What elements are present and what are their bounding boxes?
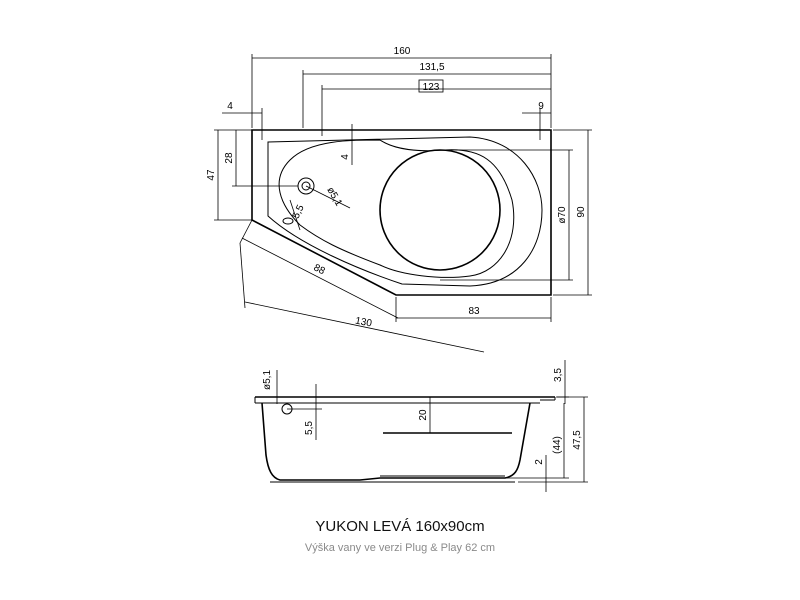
dim-width-ref: 123: [423, 82, 440, 93]
dim-depth-44: (44): [552, 436, 563, 454]
tub-inner-curve: [278, 139, 515, 278]
dim-drain-height: 28: [224, 152, 235, 164]
dim-circle-diameter: ø70: [557, 206, 568, 224]
drain-inner: [301, 181, 311, 191]
dim-left-height: 47: [206, 169, 217, 181]
top-view: 160 131,5 123 4 9 47 28 4 ø5,1: [206, 46, 592, 353]
dim-depth-inner: 20: [418, 409, 429, 421]
dim-height-total: 90: [576, 206, 587, 218]
dim-drain-offset: 5,5: [291, 203, 307, 221]
dim-bottom: 2: [534, 459, 545, 465]
tub-basin-top: [267, 136, 543, 287]
tub-circle: [379, 149, 501, 271]
dim-diagonal-short: 88: [312, 262, 327, 277]
drawing-subtitle: Výška vany ve verzi Plug & Play 62 cm: [304, 542, 496, 554]
tub-body-side: [261, 402, 531, 481]
dim-bottom-right: 83: [468, 306, 480, 317]
dim-overflow-offset: 5,5: [304, 421, 315, 435]
dim-left-offset: 4: [227, 101, 233, 112]
dim-overflow-diameter: ø5,1: [262, 370, 273, 390]
dim-right-offset: 9: [538, 101, 544, 112]
tub-outline-top: [251, 129, 552, 296]
overflow-top: [282, 217, 294, 225]
dim-rim: 3,5: [553, 368, 564, 382]
dim-width-inner: 131,5: [419, 62, 444, 73]
drawing-title: YUKON LEVÁ 160x90cm: [315, 518, 485, 535]
side-view: ø5,1 5,5 20 3,5 (44) 47,5 2: [254, 360, 588, 492]
dim-width-total: 160: [394, 46, 411, 57]
dim-diagonal-long: 130: [354, 316, 373, 330]
dim-height-total-side: 47,5: [572, 430, 583, 450]
dim-drain-top: 4: [340, 154, 351, 160]
